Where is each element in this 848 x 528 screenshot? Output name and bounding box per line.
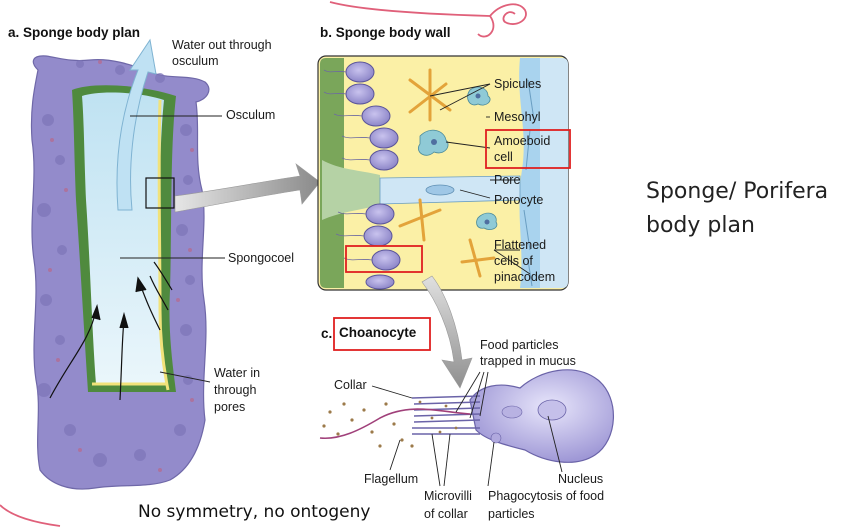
label-mesohyl: Mesohyl bbox=[494, 110, 541, 124]
label-water-out-line1: Water out through bbox=[172, 38, 272, 52]
label-microvilli-line1: Microvilli bbox=[424, 489, 472, 503]
label-collar: Collar bbox=[334, 378, 367, 392]
label-flattened-line1: Flattened bbox=[494, 238, 547, 252]
label-microvilli-line2: of collar bbox=[424, 507, 468, 521]
side-title-line2: body plan bbox=[646, 213, 755, 238]
body-wall-illustration bbox=[317, 55, 569, 291]
panel-c-title: Choanocyte bbox=[339, 325, 417, 340]
label-flattened-line3: pinacodem bbox=[494, 270, 556, 284]
label-flagellum: Flagellum bbox=[364, 472, 419, 486]
side-title-line1: Sponge/ Porifera bbox=[646, 179, 829, 204]
choanocyte-cell-highlight-box bbox=[345, 245, 423, 273]
choanocyte-title-highlight-box bbox=[333, 317, 431, 351]
label-water-in-line3: pores bbox=[214, 400, 246, 414]
panel-c-prefix: c. bbox=[321, 326, 333, 341]
label-water-in-line1: Water in bbox=[214, 366, 261, 380]
label-spicules: Spicules bbox=[494, 77, 542, 91]
label-nucleus: Nucleus bbox=[558, 472, 604, 486]
label-amoeboid-line1: Amoeboid bbox=[494, 134, 551, 148]
bottom-caption: No symmetry, no ontogeny bbox=[138, 502, 371, 522]
highlight-boxes bbox=[333, 129, 571, 351]
sponge-body-illustration bbox=[30, 38, 225, 490]
panel-b-title: b. Sponge body wall bbox=[320, 25, 451, 40]
label-pore: Pore bbox=[494, 173, 521, 187]
label-phagocytosis-line1: Phagocytosis of food bbox=[488, 489, 605, 503]
annotation-doodle bbox=[0, 1, 527, 527]
label-water-in-line2: through bbox=[214, 383, 257, 397]
label-amoeboid-line2: cell bbox=[494, 150, 513, 164]
label-food-particles-line1: Food particles bbox=[480, 338, 559, 352]
label-phagocytosis-line2: particles bbox=[488, 507, 535, 521]
label-osculum: Osculum bbox=[226, 108, 276, 122]
zoom-arrow-a-to-b bbox=[174, 163, 321, 213]
label-water-out-line2: osculum bbox=[172, 54, 219, 68]
label-spongocoel: Spongocoel bbox=[228, 251, 295, 265]
label-porocyte: Porocyte bbox=[494, 193, 544, 207]
label-flattened-line2: cells of bbox=[494, 254, 533, 268]
panel-a-title: a. Sponge body plan bbox=[8, 25, 141, 40]
label-food-particles-line2: trapped in mucus bbox=[480, 354, 576, 368]
choanocyte-illustration bbox=[319, 369, 614, 487]
zoom-arrow-b-to-c bbox=[421, 275, 473, 389]
amoeboid-highlight-box bbox=[485, 129, 571, 169]
